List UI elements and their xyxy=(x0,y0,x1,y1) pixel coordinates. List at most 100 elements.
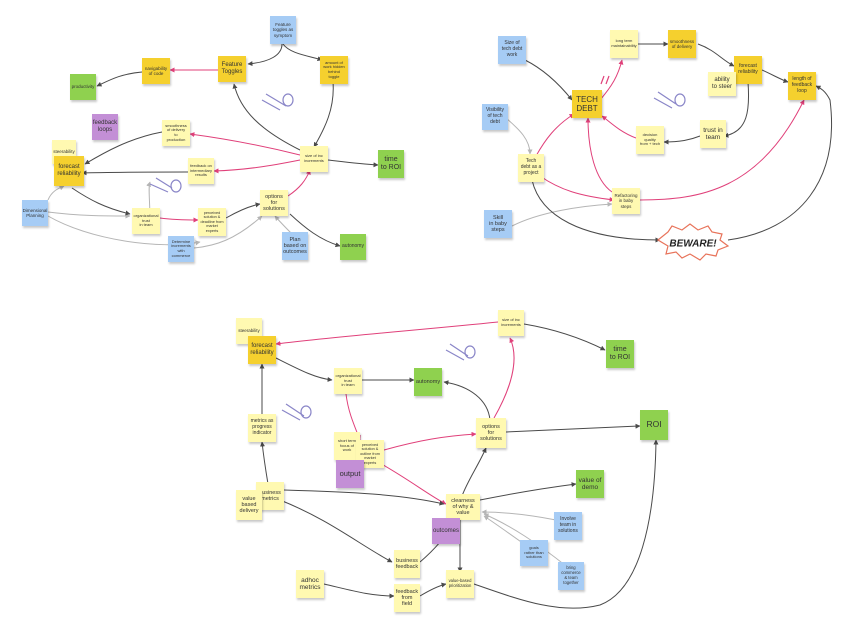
edge[interactable] xyxy=(443,380,491,421)
edge[interactable] xyxy=(47,185,65,201)
edge[interactable] xyxy=(213,159,301,174)
sticky-note-value-of-demo[interactable]: value of demo xyxy=(576,470,604,498)
sticky-note-navigability-of-code[interactable]: navigability of code xyxy=(142,58,170,84)
edge[interactable] xyxy=(383,431,477,451)
edge[interactable] xyxy=(473,439,659,609)
sticky-note-autonomy-top[interactable]: autonomy xyxy=(340,234,366,260)
edge[interactable] xyxy=(523,323,606,351)
edge[interactable] xyxy=(189,132,301,156)
edge[interactable] xyxy=(761,69,789,83)
sticky-note-size-of-increments-bottom[interactable]: size of inc increments xyxy=(498,310,524,336)
edge[interactable] xyxy=(282,43,323,61)
edge[interactable] xyxy=(232,83,301,151)
sticky-note-size-of-increments-top[interactable]: size of inc increments xyxy=(300,146,328,172)
sticky-note-options-for-solutions-bottom[interactable]: options for solutions xyxy=(476,418,506,448)
sticky-note-feature-toggles-symptom[interactable]: Feature toggles as symptom xyxy=(270,16,296,44)
edge[interactable] xyxy=(419,582,447,597)
sticky-note-goals-rather-than-solutions[interactable]: goals rather than solutions xyxy=(520,540,548,566)
sticky-note-tech-debt[interactable]: TECH DEBT xyxy=(572,90,602,118)
edge[interactable] xyxy=(505,117,533,155)
sticky-note-forecast-reliability-top[interactable]: forecast reliability xyxy=(54,156,84,186)
sticky-note-roi[interactable]: ROI xyxy=(640,410,668,440)
sticky-note-decision-quality[interactable]: decision quality from + tech xyxy=(636,126,664,154)
edge[interactable] xyxy=(511,201,613,227)
sticky-note-feedback-from-field[interactable]: feedback from field xyxy=(394,584,420,612)
sticky-note-smoothness-of-delivery-top[interactable]: smoothness of delivery to production xyxy=(162,120,190,146)
sticky-note-business-feedback[interactable]: business feedback xyxy=(394,550,420,578)
edge[interactable] xyxy=(599,59,624,101)
edge[interactable] xyxy=(279,499,393,563)
sticky-note-tech-debt-as-project[interactable]: Tech debt as a project xyxy=(518,154,544,182)
edge[interactable] xyxy=(585,117,613,193)
edge[interactable] xyxy=(639,99,805,201)
edge[interactable] xyxy=(539,175,615,202)
sticky-note-forecast-reliability-bottom[interactable]: forecast reliability xyxy=(248,336,276,364)
sticky-note-time-to-roi-top[interactable]: time to ROI xyxy=(378,150,404,178)
edge[interactable] xyxy=(601,115,637,139)
sticky-note-amount-of-work-hidden[interactable]: amount of work hidden behind toggle xyxy=(320,56,348,84)
edge[interactable] xyxy=(323,583,395,599)
sticky-note-feedback-loops[interactable]: feedback loops xyxy=(92,114,118,140)
edge[interactable] xyxy=(327,159,379,168)
edge[interactable] xyxy=(287,169,311,197)
sticky-note-visibility-of-tech-debt[interactable]: Visibility of tech debt xyxy=(482,104,508,130)
sticky-note-organizational-trust-bottom[interactable]: organizational trust in team xyxy=(334,368,362,394)
edge[interactable] xyxy=(483,513,567,567)
sticky-note-time-to-roi-bottom[interactable]: time to ROI xyxy=(606,340,634,368)
edge[interactable] xyxy=(697,43,735,67)
sticky-note-determine-increments[interactable]: Determine increments with commerce xyxy=(168,236,194,262)
edge[interactable] xyxy=(47,211,131,219)
sticky-note-short-term-focus[interactable]: short term focus of work xyxy=(334,432,360,460)
sticky-note-plan-based-on-outcomes[interactable]: Plan based on outcomes xyxy=(282,232,308,260)
edge[interactable] xyxy=(96,71,143,87)
edge[interactable] xyxy=(481,509,557,521)
edge[interactable] xyxy=(283,489,445,506)
edge[interactable] xyxy=(225,202,261,219)
sticky-note-organizational-trust-top[interactable]: organizational trust in team xyxy=(132,208,160,234)
edge[interactable] xyxy=(275,321,499,346)
edge[interactable] xyxy=(524,59,573,101)
edge[interactable] xyxy=(289,213,341,248)
sticky-note-perceived-solutions-top[interactable]: perceived solution & deadline from marke… xyxy=(198,208,226,236)
edge[interactable] xyxy=(247,43,283,67)
edge[interactable] xyxy=(71,187,131,216)
sticky-note-clearness-of-why[interactable]: clearness of why & value xyxy=(446,494,480,520)
sticky-note-feedback-on-intermediary[interactable]: feedback on intermediary results xyxy=(188,158,214,184)
sticky-note-size-of-tech-debt[interactable]: Size of tech debt work xyxy=(498,36,526,64)
sticky-note-productivity[interactable]: productivity xyxy=(70,74,96,100)
sticky-note-ability-to-steer[interactable]: ability to steer xyxy=(708,72,736,96)
sticky-note-smoothness-of-delivery-right[interactable]: smoothness of delivery xyxy=(668,30,696,58)
edge[interactable] xyxy=(84,131,163,165)
edge[interactable] xyxy=(483,515,525,545)
sticky-note-skill-in-baby-steps[interactable]: Skill in baby steps xyxy=(484,210,512,238)
edge[interactable] xyxy=(159,217,199,223)
edge[interactable] xyxy=(275,357,333,382)
sticky-note-bring-commerce[interactable]: bring commerce & team together xyxy=(558,562,584,590)
edge[interactable] xyxy=(81,170,189,176)
sticky-note-long-term-maintainability[interactable]: long term maintainability xyxy=(610,30,638,58)
sticky-note-outcomes[interactable]: outcomes xyxy=(432,518,460,544)
sticky-note-forecast-reliability-right[interactable]: forecast reliability xyxy=(734,56,762,84)
edge[interactable] xyxy=(535,113,575,157)
sticky-note-dimensional-planning[interactable]: Dimensional Planning xyxy=(22,200,48,226)
edge[interactable] xyxy=(260,441,269,485)
sticky-note-output[interactable]: output xyxy=(336,460,364,488)
sticky-note-involve-team[interactable]: Involve team in solutions xyxy=(554,512,582,540)
edge[interactable] xyxy=(313,81,334,148)
sticky-note-feature-toggles[interactable]: Feature Toggles xyxy=(218,56,246,82)
edge[interactable] xyxy=(493,337,515,419)
sticky-note-options-for-solutions-top[interactable]: options for solutions xyxy=(260,190,288,216)
sticky-note-trust-in-team[interactable]: trust in team xyxy=(700,120,726,148)
sticky-note-adhoc-metrics[interactable]: adhoc metrics xyxy=(296,570,324,598)
edge[interactable] xyxy=(723,81,750,138)
edge[interactable] xyxy=(377,461,447,505)
sticky-note-length-of-feedback-loop[interactable]: length of feedback loop xyxy=(788,72,816,100)
edge[interactable] xyxy=(727,85,832,241)
sticky-note-value-based-delivery[interactable]: value based delivery xyxy=(236,490,262,520)
beware-burst[interactable]: BEWARE! xyxy=(656,223,730,261)
edge[interactable] xyxy=(663,135,701,145)
sticky-note-metrics-as-progress[interactable]: metrics as progress indicator xyxy=(248,414,276,442)
edge[interactable] xyxy=(461,447,487,497)
edge[interactable] xyxy=(505,423,641,433)
